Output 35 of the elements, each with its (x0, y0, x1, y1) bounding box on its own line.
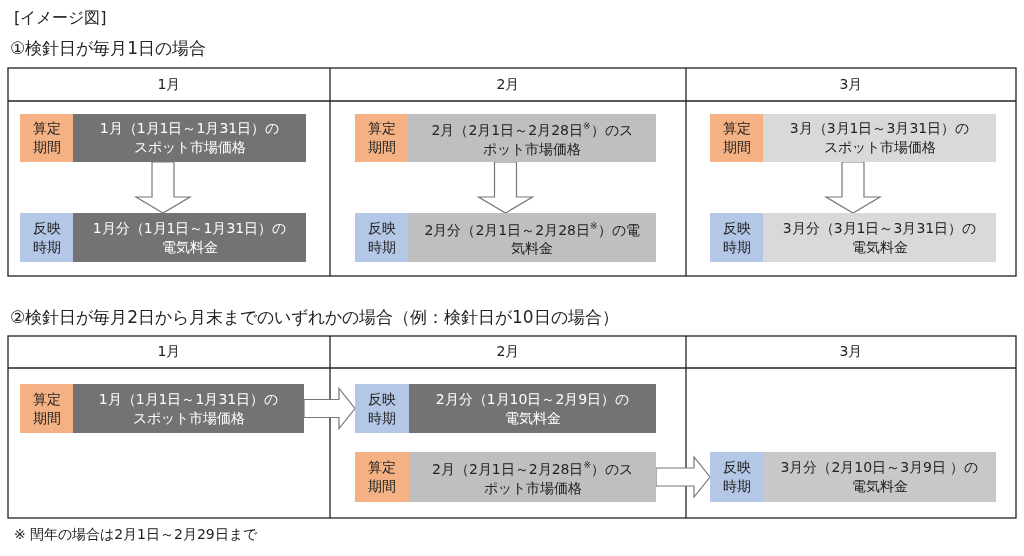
bill-box: 3月分（2月10日～3月9日 ）の電気料金 (763, 452, 996, 502)
block-arrow (655, 455, 711, 499)
month-header: 1月 (157, 76, 181, 94)
month-header: 3月 (839, 76, 863, 94)
price-box: 2月（2月1日～2月28日$^{※}$）のスポット市場価格 (408, 114, 656, 162)
period-tag: 反映時期 (355, 213, 408, 262)
price-box: 1月（1月1日～1月31日）のスポット市場価格 (73, 384, 304, 433)
block-arrow (476, 161, 535, 214)
bill-box: 2月分（1月10日～2月9日）の電気料金 (409, 384, 656, 433)
footnote: ※ 閏年の場合は2月1日～2月29日まで (14, 526, 257, 544)
block-arrow (823, 161, 883, 214)
block-arrow (303, 386, 356, 431)
period-tag: 反映時期 (710, 213, 763, 262)
period-tag: 算定期間 (20, 384, 73, 433)
month-header: 1月 (157, 343, 181, 361)
bill-box: 3月分（3月1日～3月31日）の電気料金 (763, 213, 996, 262)
period-tag: 算定期間 (355, 114, 408, 162)
bill-box: 2月分（2月1日～2月28日$^{※}$）の電気料金 (408, 213, 656, 262)
title: [イメージ図] (14, 8, 107, 29)
bill-box: 1月分（1月1日～1月31日）の電気料金 (73, 213, 306, 262)
period-tag: 反映時期 (710, 452, 763, 502)
price-box: 2月（2月1日～2月28日$^{※}$）のスポット市場価格 (409, 452, 656, 502)
section-heading: ①検針日が毎月1日の場合 (10, 37, 207, 60)
block-arrow (133, 161, 193, 214)
period-tag: 反映時期 (20, 213, 73, 262)
period-tag: 算定期間 (20, 114, 73, 162)
month-header: 2月 (496, 76, 520, 94)
period-tag: 反映時期 (355, 384, 409, 433)
month-header: 3月 (839, 343, 863, 361)
month-header: 2月 (496, 343, 520, 361)
price-box: 1月（1月1日～1月31日）のスポット市場価格 (73, 114, 306, 162)
section-heading: ②検針日が毎月2日から月末までのいずれかの場合（例：検針日が10日の場合） (10, 306, 619, 329)
period-tag: 算定期間 (355, 452, 409, 502)
price-box: 3月（3月1日～3月31日）のスポット市場価格 (763, 114, 996, 162)
period-tag: 算定期間 (710, 114, 763, 162)
